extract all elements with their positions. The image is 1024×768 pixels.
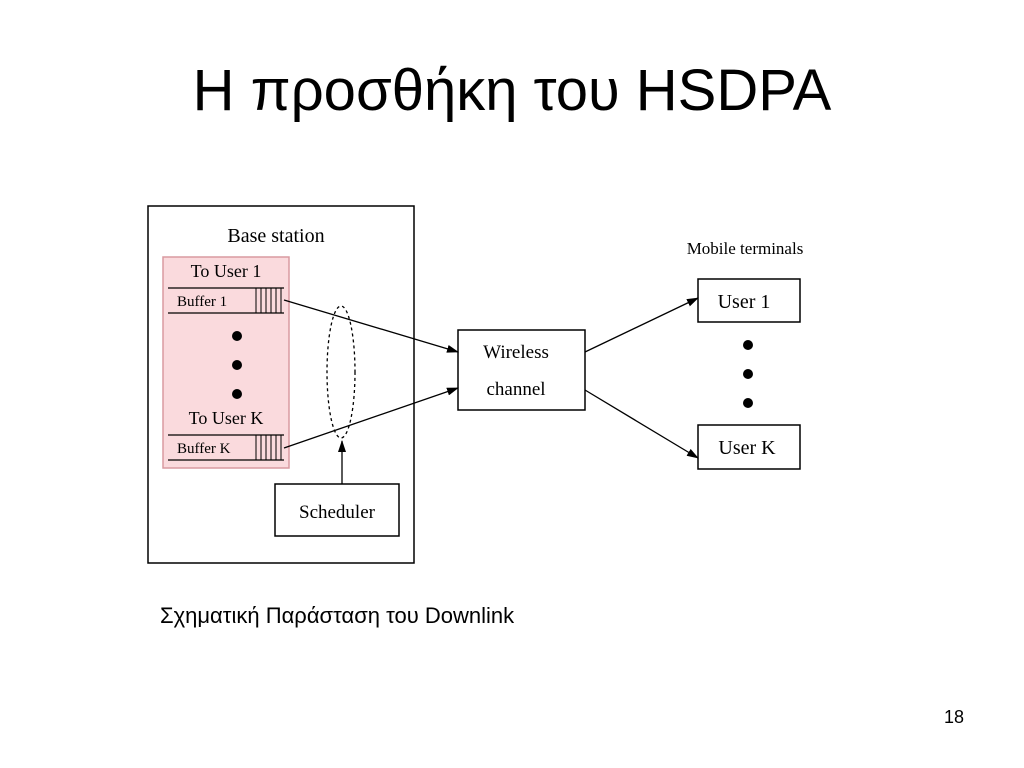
arrow-buffer-1-to-channel [283,299,459,353]
arrow-buffer-k-to-channel [283,387,459,449]
terminal-ellipsis-dot-2 [743,369,753,379]
mobile-terminals-label: Mobile terminals [687,239,804,258]
user-k-label: User K [718,437,776,459]
arrow-channel-to-user-k [584,389,699,459]
user-k-box [697,424,801,470]
ellipsis-dot-3 [232,389,242,399]
base-station-label: Base station [227,225,324,247]
user-1-label: User 1 [718,291,771,313]
wireless-channel-box [457,329,586,411]
wireless-channel-label-line2: channel [486,379,545,400]
scheduler-box [274,483,400,537]
scheduler-label: Scheduler [299,502,376,523]
ellipsis-dot-2 [232,360,242,370]
scheduler-switch-ellipse [326,305,356,439]
figure-caption: Σχηματική Παράσταση του Downlink [160,603,515,628]
to-user-1-label: To User 1 [191,261,262,281]
ellipsis-dot-1 [232,331,242,341]
arrow-channel-to-user-1 [584,297,699,353]
buffer-k-label: Buffer K [177,441,231,457]
terminal-ellipsis-dot-1 [743,340,753,350]
wireless-channel-label-line1: Wireless [483,342,549,363]
buffer-1-label: Buffer 1 [177,294,227,310]
buffer-1-queue-slots [255,288,282,313]
slide-title: Η προσθήκη του HSDPA [192,58,832,123]
buffer-k-queue-slots [255,435,282,460]
page-number: 18 [943,707,964,727]
buffer-panel [162,256,290,469]
terminal-ellipsis-dot-3 [743,398,753,408]
to-user-k-label: To User K [189,408,264,428]
